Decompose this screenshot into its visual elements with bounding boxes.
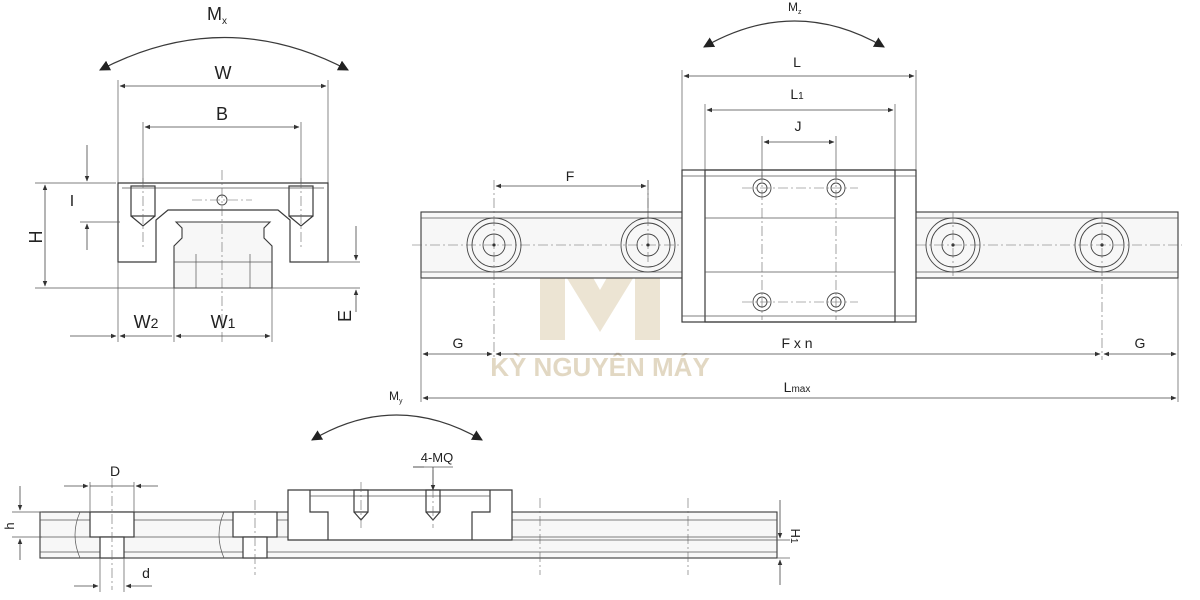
side-view: My 4-MQ bbox=[2, 389, 803, 592]
block-holes bbox=[742, 172, 858, 320]
label-mx: Mx bbox=[207, 4, 227, 27]
label-g-left: G bbox=[453, 335, 464, 351]
label-mz: Mz bbox=[788, 0, 802, 16]
rail-holes bbox=[466, 180, 1130, 360]
my-moment-arrow bbox=[311, 414, 483, 441]
carriage-top bbox=[681, 169, 917, 323]
label-l1: L1 bbox=[790, 86, 804, 102]
label-h-small: h bbox=[2, 522, 17, 529]
rail-front bbox=[173, 221, 273, 289]
label-w1: W1 bbox=[211, 312, 236, 332]
label-h1: H1 bbox=[788, 529, 803, 544]
watermark-text: KỲ NGUYÊN MÁY bbox=[490, 352, 710, 382]
label-i: I bbox=[70, 193, 74, 210]
label-fxn: F x n bbox=[781, 335, 812, 351]
label-d-large: D bbox=[110, 463, 120, 479]
label-e: E bbox=[335, 310, 355, 322]
label-b: B bbox=[216, 104, 228, 124]
label-d-small: d bbox=[142, 565, 150, 581]
label-w2: W2 bbox=[134, 312, 159, 332]
label-g-right: G bbox=[1135, 335, 1146, 351]
mz-moment-arrow bbox=[703, 20, 885, 48]
label-j: J bbox=[795, 118, 802, 134]
mx-moment-arrow bbox=[99, 37, 349, 71]
label-4mq: 4-MQ bbox=[421, 450, 454, 465]
carriage-side bbox=[287, 489, 513, 541]
label-my: My bbox=[389, 389, 403, 405]
top-view: Mz bbox=[412, 0, 1182, 402]
label-w: W bbox=[215, 63, 232, 83]
label-f: F bbox=[566, 168, 575, 184]
front-view: Mx W B H bbox=[26, 4, 360, 345]
label-h: H bbox=[26, 231, 46, 244]
label-lmax: Lmax bbox=[784, 379, 811, 395]
carriage-block bbox=[117, 182, 329, 263]
label-l: L bbox=[793, 54, 801, 70]
